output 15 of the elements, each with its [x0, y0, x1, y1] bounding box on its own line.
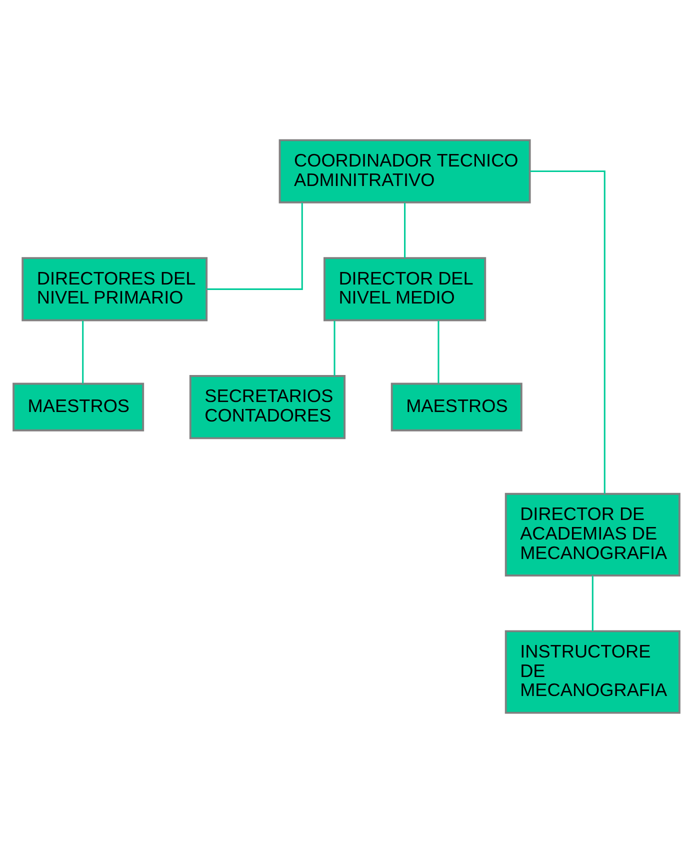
node-box: COORDINADOR TECNICO ADMINITRATIVO	[278, 138, 531, 203]
connector	[334, 320, 336, 376]
node-box: DIRECTORES DEL NIVEL PRIMARIO	[22, 256, 208, 321]
connector	[592, 575, 594, 631]
connector	[438, 320, 440, 384]
connector	[82, 320, 84, 384]
node-box: DIRECTOR DEL NIVEL MEDIO	[324, 256, 486, 321]
node-box: SECRETARIOS CONTADORES	[189, 374, 346, 439]
node-box: DIRECTOR DE ACADEMIAS DE MECANOGRAFIA	[504, 492, 680, 576]
connector	[404, 202, 406, 258]
node-box: MAESTROS	[12, 382, 144, 431]
node-box: MAESTROS	[390, 382, 522, 431]
node-box: INSTRUCTORE DE MECANOGRAFIA	[504, 630, 680, 714]
connector	[530, 170, 606, 494]
connector	[206, 202, 303, 290]
